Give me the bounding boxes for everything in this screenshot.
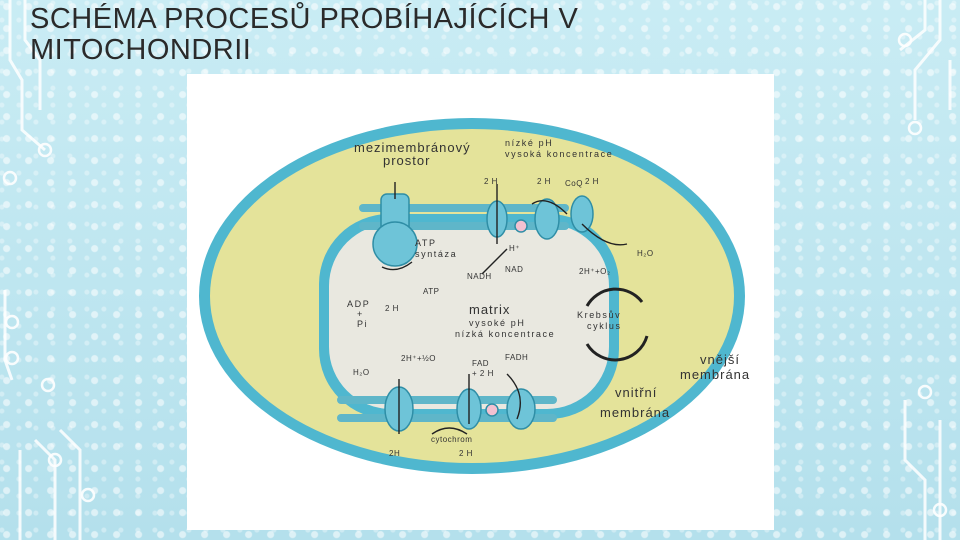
label-cytochrome: cytochrom [431,435,472,444]
label-intermembrane-space: mezimembránový [354,140,471,155]
label-atp-synthase-1: ATP [415,238,437,248]
label-matrix-desc-1: vysoké pH [469,318,525,328]
label-atp: ATP [423,287,439,296]
label-nadh: NADH [467,272,492,281]
label-h2o-left: H₂O [353,368,370,377]
label-matrix: matrix [469,302,510,317]
atp-synthase-protein [372,193,418,267]
label-2h-top-1: 2 H [484,177,498,186]
label-krebs-1: Krebsův [577,310,621,320]
label-2h-bottom-2: 2 H [459,449,473,458]
slide-title: SCHÉMA PROCESŮ PROBÍHAJÍCÍCH V MITOCHOND… [30,4,578,66]
label-2h-adp: 2 H [385,304,399,313]
label-h2o-right: H₂O [637,249,654,258]
label-adp: ADP [347,299,370,309]
label-fadh: FADH [505,353,528,362]
label-krebs-2: cyklus [587,321,622,331]
label-2h-top-3: 2 H [585,177,599,186]
slide-title-line-2: MITOCHONDRII [30,34,252,66]
label-2h-half-o: 2H⁺+½O [401,354,436,363]
label-fad-1: FAD [472,359,489,368]
label-intermembrane-space-2: prostor [383,153,430,168]
label-h-plus: H⁺ [509,244,520,253]
label-coq: CoQ [565,179,583,188]
label-low-ph: nízké pH [505,138,553,148]
label-2h-bottom-1: 2H [389,449,400,458]
label-pi: Pi [357,319,368,329]
label-outer-membrane-1: vnější [700,352,740,367]
label-outer-membrane-2: membrána [680,367,750,382]
label-inner-membrane-2: membrána [600,405,670,420]
slide-title-line-1: SCHÉMA PROCESŮ PROBÍHAJÍCÍCH V [30,3,579,35]
label-nad: NAD [505,265,523,274]
mitochondria-diagram: mezimembránový prostor nízké pH vysoká k… [199,118,750,474]
label-atp-synthase-2: syntáza [415,249,457,259]
label-matrix-desc-2: nízká koncentrace [455,329,555,339]
krebs-cycle-arrows [585,287,649,362]
process-arrows [381,182,628,435]
label-inner-membrane-1: vnitřní [615,385,657,400]
label-2h-top-2: 2 H [537,177,551,186]
mitochondria-diagram-panel: mezimembránový prostor nízké pH vysoká k… [187,74,774,530]
label-2h-o2: 2H⁺+O₂ [579,267,610,276]
label-plus: + [357,309,364,319]
label-high-concentration: vysoká koncentrace [505,149,613,159]
matrix-shape [329,224,609,409]
label-fad-2: + 2 H [472,369,494,378]
